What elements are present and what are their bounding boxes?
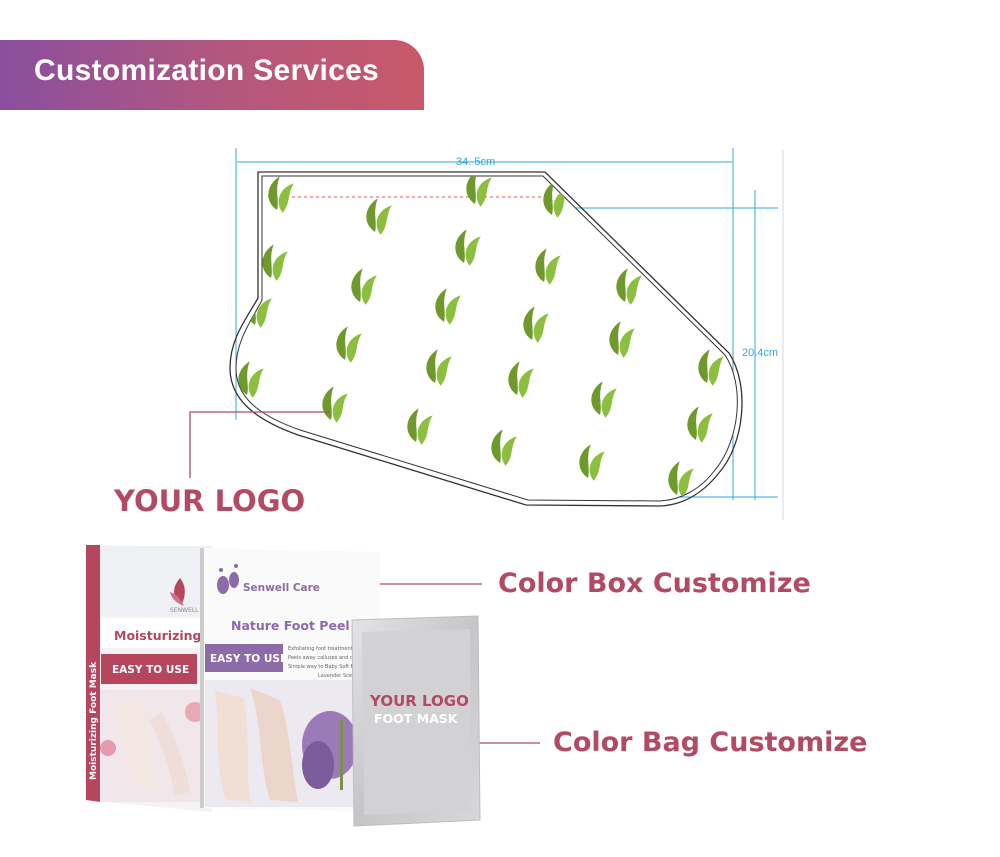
section-banner: Customization Services	[0, 40, 424, 110]
foot-mask-outline	[229, 171, 743, 507]
height-dimension: 20.4cm	[742, 347, 778, 359]
foot-mask-inner-outline	[235, 175, 738, 502]
banner-title: Customization Services	[34, 54, 380, 87]
color-box-label: Color Box Customize	[498, 568, 811, 599]
logo-leader-line	[189, 411, 330, 478]
color-bag-label: Color Bag Customize	[553, 727, 868, 758]
your-logo-label: YOUR LOGO	[114, 484, 306, 518]
width-dimension: 34. 5cm	[456, 156, 495, 168]
